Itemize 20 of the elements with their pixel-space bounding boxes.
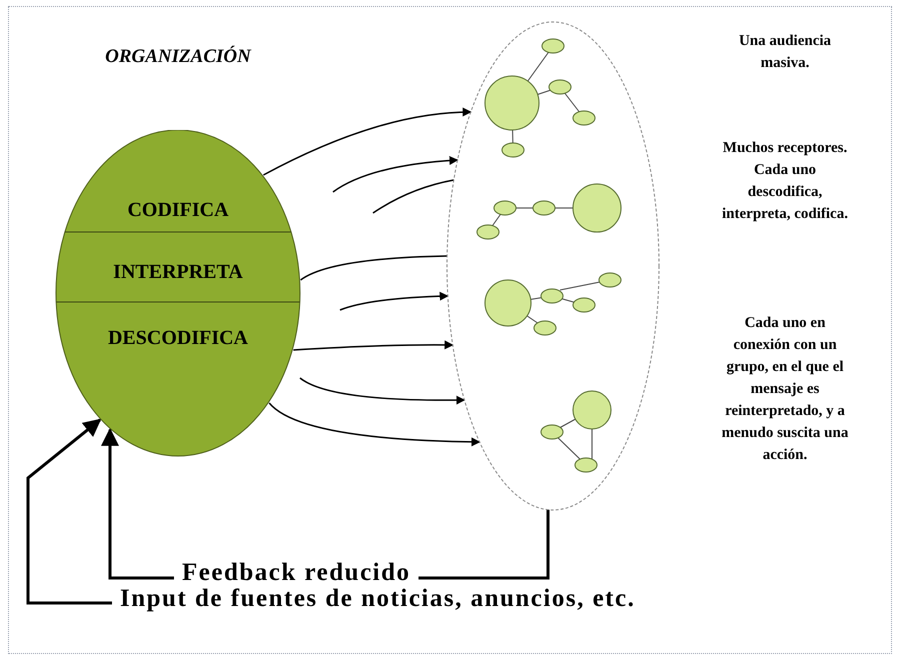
description-text: Cada uno en conexión con un grupo, en el que el mensaje es reinterpretado, y a menudo suscita una acción. xyxy=(720,314,850,465)
band-label: DESCODIFICA xyxy=(106,326,250,350)
arrow xyxy=(268,402,480,446)
description-text: Una audiencia masiva. xyxy=(738,32,832,73)
description-text: Muchos receptores. Cada uno descodifica, interpreta, codifica. xyxy=(721,139,849,224)
caption-text: Input de fuentes de noticias, anuncios, etc. xyxy=(120,585,636,612)
arrow xyxy=(300,377,466,405)
connector-line xyxy=(300,255,448,281)
arrow xyxy=(26,418,112,604)
arrow xyxy=(293,340,454,351)
band-label: CODIFICA xyxy=(126,198,230,222)
organization-heading: ORGANIZACIÓN xyxy=(104,45,252,69)
arrow xyxy=(340,292,449,311)
arrow xyxy=(101,428,174,580)
arrow xyxy=(332,156,458,193)
connector-line xyxy=(418,510,550,580)
band-label: INTERPRETA xyxy=(112,260,244,284)
arrow xyxy=(263,108,472,176)
caption-text: Feedback reducido xyxy=(182,559,411,586)
connector-line xyxy=(372,179,454,214)
